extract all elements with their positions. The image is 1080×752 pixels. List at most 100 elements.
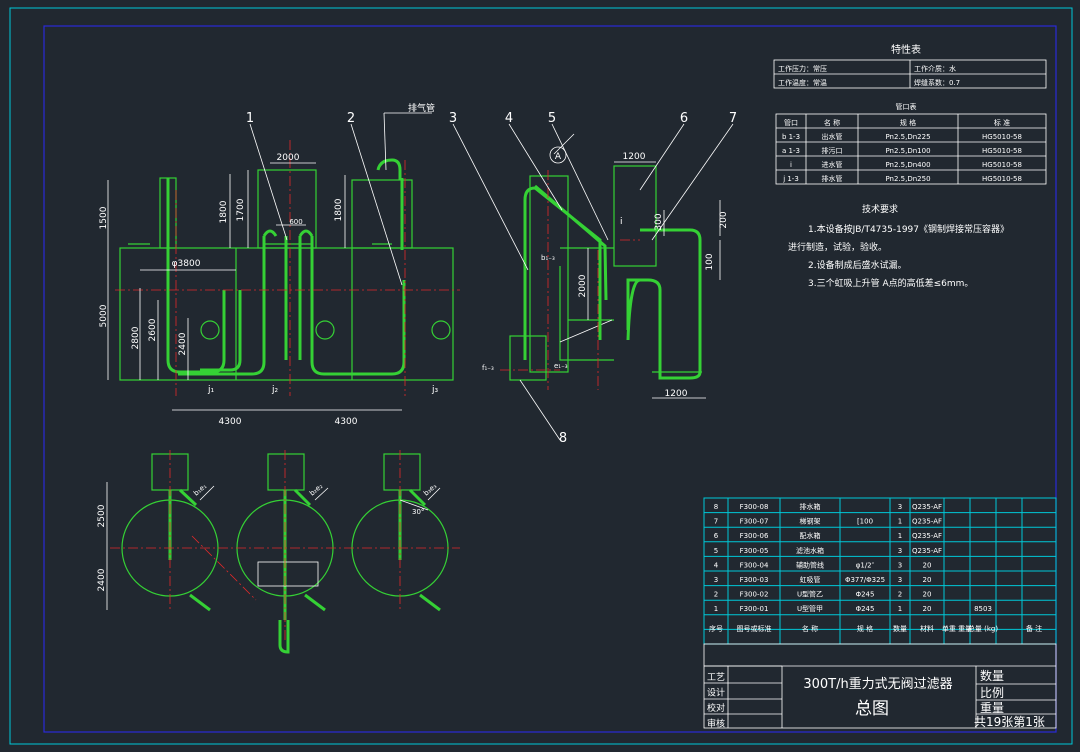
parts-header-cell: 名 称: [802, 624, 818, 633]
dim-600: 600: [289, 218, 302, 226]
parts-cell: 3: [898, 547, 902, 555]
parts-cell: 7: [714, 518, 718, 526]
nozzle-table-cell: i: [790, 161, 792, 169]
parts-cell: 1: [898, 532, 902, 540]
parts-cell: Q235-AF: [912, 532, 942, 540]
dim-30-deg: 30°: [412, 508, 424, 516]
parts-cell: 2: [898, 591, 902, 599]
nozzle-table-cell: Pn2.5,Dn400: [885, 161, 930, 169]
nozzle-table-cell: Pn2.5,Dn225: [885, 133, 930, 141]
parts-header-cell: 数量: [893, 624, 907, 633]
dim-2000-side: 2000: [578, 274, 588, 297]
parts-cell: 20: [923, 576, 932, 584]
inner-frame: [43, 25, 1057, 733]
parts-cell: 4: [714, 561, 719, 569]
sheet-info: 共19张第1张: [974, 715, 1045, 729]
nozzle-e: e₁₋₃: [554, 362, 568, 370]
qty-label: 数量: [980, 668, 1004, 683]
dim-2600: 2600: [148, 318, 158, 341]
balloon-3: 3: [449, 111, 457, 126]
parts-header-cell: 材料: [920, 624, 934, 633]
dim-300: 300: [654, 213, 664, 230]
parts-cell: [100: [857, 518, 873, 526]
parts-cell: F300-05: [740, 547, 769, 555]
nozzle-table-cell: HG5010-58: [982, 147, 1022, 155]
parts-cell: U型管甲: [797, 604, 823, 613]
nozzle-table-header: 标 准: [994, 118, 1010, 127]
parts-cell: 3: [714, 576, 718, 584]
tech-req-line-2: 进行制造，试验，验收。: [788, 241, 887, 253]
nozzle-be3: b₃e₃: [422, 482, 438, 497]
char-r2c1: 工作温度：常温: [778, 78, 827, 87]
dim-1700: 1700: [236, 198, 246, 221]
nozzle-table-cell: Pn2.5,Dn100: [885, 147, 930, 155]
dim-1500: 1500: [99, 206, 109, 229]
dim-1800-a: 1800: [219, 200, 229, 223]
parts-header-cell: 单重 重量: [942, 624, 972, 633]
dim-1800-b: 1800: [334, 198, 344, 221]
nozzle-table-cell: a 1-3: [782, 147, 800, 155]
detail-a-label: A: [555, 152, 562, 162]
balloon-8: 8: [559, 431, 567, 446]
role-label: 审核: [707, 718, 725, 730]
water-box-2: [351, 179, 413, 249]
parts-list: [703, 497, 1057, 645]
title-block: [703, 643, 1057, 729]
parts-cell: 8503: [974, 605, 992, 613]
dim-2800: 2800: [131, 326, 141, 349]
parts-cell: 1: [714, 605, 718, 613]
parts-cell: F300-07: [740, 518, 769, 526]
dim-4300-b: 4300: [335, 417, 358, 427]
balloon-1: 1: [246, 111, 254, 126]
parts-cell: 排水箱: [800, 502, 821, 511]
nozzle-table-cell: 排污口: [822, 146, 843, 155]
nozzle-j1: j₁: [207, 385, 215, 395]
nozzle-table-header: 名 称: [824, 118, 840, 127]
parts-cell: 20: [923, 591, 932, 599]
dim-dia-3800: φ3800: [172, 259, 201, 269]
parts-cell: 梯钢架: [800, 517, 821, 526]
parts-cell: φ1/2″: [856, 561, 875, 569]
nozzle-be2: b₂e₂: [308, 482, 324, 497]
dim-4300-a: 4300: [219, 417, 242, 427]
balloon-6: 6: [680, 111, 688, 126]
characteristic-table: [773, 59, 1047, 89]
parts-cell: F300-03: [740, 576, 769, 584]
nozzle-table-cell: j 1-3: [782, 175, 799, 183]
parts-cell: Q235-AF: [912, 503, 942, 511]
parts-cell: 虹吸管: [800, 575, 821, 584]
dim-100: 100: [705, 253, 715, 270]
parts-header-cell: 总量 (kg): [968, 624, 998, 633]
parts-header-cell: 序号: [709, 624, 723, 633]
dim-2500: 2500: [97, 504, 107, 527]
parts-cell: F300-02: [740, 591, 769, 599]
char-r1c2: 工作介质：水: [914, 64, 956, 73]
side-elevation: [452, 123, 734, 441]
drawing-subtitle: 总图: [855, 699, 889, 719]
parts-cell: 3: [898, 503, 902, 511]
parts-cell: Q235-AF: [912, 547, 942, 555]
char-r1c1: 工作压力：常压: [778, 64, 827, 73]
scale-label: 比例: [980, 686, 1004, 700]
nozzle-table-cell: HG5010-58: [982, 161, 1022, 169]
char-table-title: 特性表: [891, 43, 921, 56]
parts-cell: 3: [898, 576, 902, 584]
tech-req-line-4: 3.三个虹吸上升管 A点的高低差≤6mm。: [808, 277, 973, 289]
parts-cell: F300-04: [740, 561, 769, 569]
parts-cell: F300-01: [740, 605, 769, 613]
parts-header-cell: 图号或标准: [737, 624, 772, 633]
nozzle-j3: j₃: [431, 385, 439, 395]
outer-frame: [9, 7, 1073, 745]
nozzle-table-cell: 进水管: [822, 160, 843, 169]
nozzle-table-cell: 排水管: [822, 174, 843, 183]
parts-cell: 6: [714, 532, 719, 540]
balloon-2: 2: [347, 111, 355, 126]
parts-cell: 5: [714, 547, 718, 555]
nozzle-table-header: 规 格: [900, 118, 916, 127]
parts-cell: U型管乙: [797, 590, 823, 599]
balloon-5: 5: [548, 111, 556, 126]
parts-cell: 1: [898, 605, 902, 613]
dim-1200-top: 1200: [623, 152, 646, 162]
